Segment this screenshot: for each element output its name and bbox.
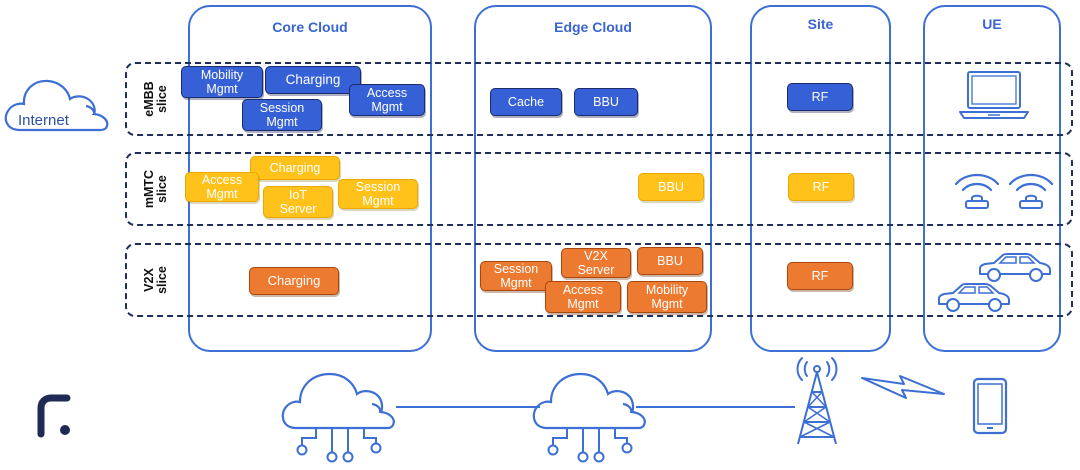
v2x-server: V2X Server (561, 248, 631, 278)
wifi-device-icon (954, 173, 1000, 209)
mmtc-access-mgmt: Access Mgmt (185, 172, 259, 202)
embb-access-mgmt: Access Mgmt (349, 84, 425, 116)
mmtc-slice-row (125, 152, 1073, 226)
edge-cloud-title: Edge Cloud (554, 19, 632, 35)
car-icon (979, 253, 1051, 282)
v2x-bbu: BBU (637, 247, 703, 275)
core-cloud-title: Core Cloud (272, 19, 348, 35)
laptop-icon (959, 71, 1029, 119)
edge-cloud-icon (532, 372, 646, 463)
mmtc-iot-server: IoT Server (263, 186, 333, 218)
embb-rf: RF (787, 83, 853, 111)
v2x-session-mgmt: Session Mgmt (480, 261, 552, 291)
v2x-slice-row (125, 243, 1073, 317)
embb-cache: Cache (490, 88, 562, 116)
v2x-charging: Charging (249, 267, 339, 295)
internet-label: Internet (18, 112, 69, 129)
embb-session-mgmt: Session Mgmt (242, 99, 322, 131)
lightning-icon (861, 375, 945, 399)
ue-title: UE (982, 16, 1002, 32)
mmtc-charging: Charging (250, 156, 340, 180)
car-icon (938, 283, 1010, 312)
v2x-mobility-mgmt: Mobility Mgmt (627, 281, 707, 313)
phone-icon (972, 377, 1008, 435)
core-cloud-icon (281, 372, 395, 463)
v2x-access-mgmt: Access Mgmt (545, 281, 621, 313)
internet-cloud-icon (4, 79, 109, 132)
embb-slice-row (125, 62, 1073, 136)
mmtc-session-mgmt: Session Mgmt (338, 179, 418, 209)
embb-bbu: BBU (574, 88, 638, 116)
mmtc-bbu: BBU (638, 173, 704, 201)
wifi-device-icon (1008, 173, 1054, 209)
edge-cloud-column: Edge Cloud (474, 5, 712, 352)
ue-column: UE (923, 5, 1061, 352)
tower-icon (796, 357, 838, 445)
site-column: Site (750, 5, 891, 352)
site-title: Site (807, 16, 834, 32)
embb-charging: Charging (265, 66, 361, 94)
logo-icon (37, 394, 71, 438)
embb-mobility-mgmt: Mobility Mgmt (181, 66, 263, 98)
v2x-rf: RF (787, 262, 853, 290)
mmtc-rf: RF (788, 173, 854, 201)
